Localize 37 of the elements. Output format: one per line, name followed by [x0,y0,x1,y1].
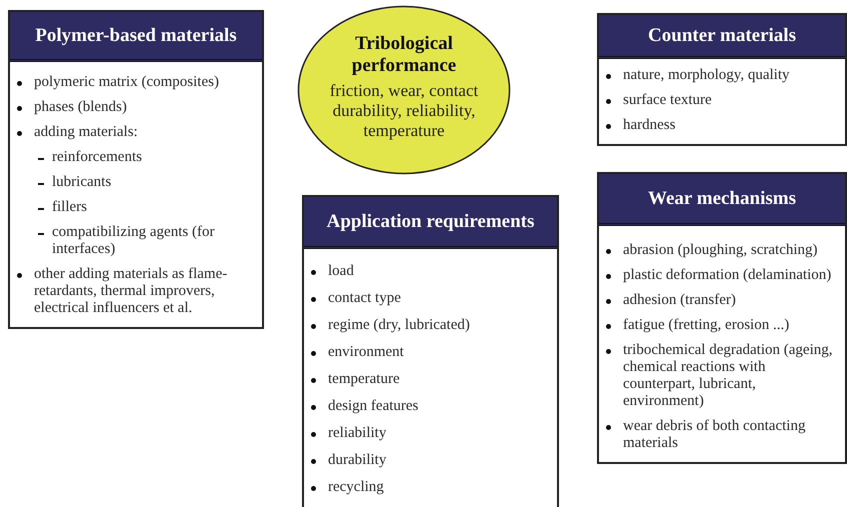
list-item: recycling [310,479,551,496]
list-item: fillers [16,199,256,216]
list-item: load [310,263,551,280]
ellipse-text: friction, wear, contact durability, reliability, temperature [328,81,480,141]
list-item: hardness [605,117,839,134]
panel-heading: Wear mechanisms [599,174,845,226]
list-item: adhesion (transfer) [605,292,839,309]
list-item: compatibilizing agents (for interfaces) [16,224,256,258]
list-item: phases (blends) [16,99,256,116]
list-item: fatigue (fretting, erosion ...) [605,317,839,334]
panel-heading: Application requirements [304,197,557,249]
list-item: reinforcements [16,149,256,166]
list-item: contact type [310,290,551,307]
list-item: adding materials: [16,124,256,141]
list-item: nature, morphology, quality [605,67,839,84]
list-item: lubricants [16,174,256,191]
list-item: design features [310,398,551,415]
performance-ellipse [297,5,511,175]
list-item: plastic deformation (delamination) [605,267,839,284]
list-item: temperature [310,371,551,388]
list-item: other adding materials as flame-retardants, thermal improvers, electrical influencers et al. [16,266,256,317]
list-item: durability [310,452,551,469]
ellipse-title: Tribological performance [350,33,458,77]
info-panel [597,13,847,146]
list-item: polymeric matrix (composites) [16,74,256,91]
list-item: abrasion (ploughing, scratching) [605,242,839,259]
list-item: regime (dry, lubricated) [310,317,551,334]
list-item: surface texture [605,92,839,109]
info-panel [8,10,264,329]
panel-heading: Polymer-based materials [10,12,262,62]
list-item: reliability [310,425,551,442]
info-panel [302,195,559,507]
panel-heading: Counter materials [599,15,845,59]
list-item: environment [310,344,551,361]
list-item: tribochemical degradation (ageing, chemical reactions with counterpart, lubricant, environment) [605,342,839,410]
info-panel [597,172,847,464]
list-item: wear debris of both contacting materials [605,418,839,452]
